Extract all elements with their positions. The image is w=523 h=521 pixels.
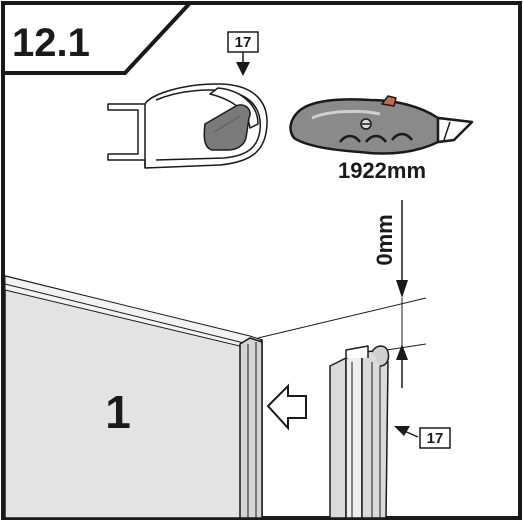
utility-knife-icon — [289, 95, 474, 155]
gap-dimension — [396, 200, 408, 388]
cut-length-label: 1922mm — [338, 158, 426, 183]
vertical-seal-strip — [329, 345, 390, 519]
step-label-tab — [1, 1, 195, 75]
gap-label: 0mm — [372, 214, 397, 265]
door-seal-profile-icon — [107, 83, 268, 169]
top-part-arrow — [236, 52, 250, 76]
top-edge-guide-line — [257, 297, 427, 339]
top-part-tag: 17 — [235, 34, 252, 51]
side-part-arrow — [394, 426, 419, 438]
step-number: 12.1 — [12, 21, 90, 65]
panel-number: 1 — [105, 386, 131, 438]
side-part-tag-box — [419, 427, 451, 449]
glass-panel — [4, 275, 264, 519]
push-arrow-icon — [266, 383, 307, 431]
side-part-tag: 17 — [427, 430, 444, 447]
